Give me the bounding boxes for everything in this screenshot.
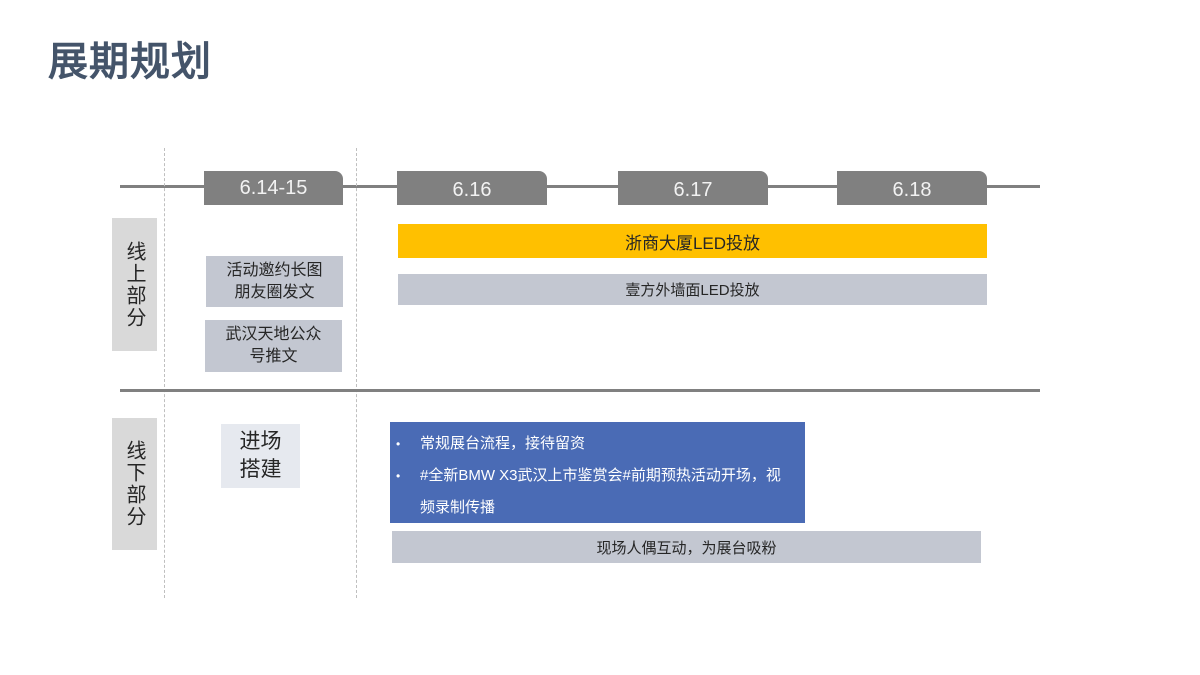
date-tab-6-17: 6.17 [618, 171, 768, 205]
online-bar-zheshang-led: 浙商大厦LED投放 [398, 224, 987, 258]
date-label: 6.17 [673, 178, 713, 201]
online-pre-item-invite-poster: 活动邀约长图 朋友圈发文 [206, 256, 343, 307]
online-section-label: 线上部分 [112, 218, 157, 351]
timeline-axis [120, 185, 1040, 188]
page-title: 展期规划 [48, 40, 212, 84]
bullet-item: • #全新BMW X3武汉上市鉴赏会#前期预热活动开场，视频录制传播 [394, 460, 795, 524]
offline-activity-box: • 常规展台流程，接待留资 • #全新BMW X3武汉上市鉴赏会#前期预热活动开… [390, 422, 805, 523]
date-tab-6-18: 6.18 [837, 171, 987, 205]
offline-section-label: 线下部分 [112, 418, 157, 550]
offline-pre-item-setup: 进场 搭建 [221, 424, 300, 488]
bullet-icon: • [396, 437, 401, 451]
bullet-text: #全新BMW X3武汉上市鉴赏会#前期预热活动开场，视频录制传播 [420, 467, 781, 516]
date-tab-6-16: 6.16 [397, 171, 547, 205]
column-divider-left [164, 148, 165, 598]
column-divider-right [356, 148, 357, 598]
date-tab-6-14-15: 6.14-15 [204, 171, 343, 205]
date-label: 6.16 [452, 178, 492, 201]
bullet-icon: • [396, 469, 401, 483]
section-divider [120, 389, 1040, 392]
online-pre-item-wechat-article: 武汉天地公众 号推文 [205, 320, 342, 372]
bullet-text: 常规展台流程，接待留资 [420, 435, 586, 452]
online-bar-yifang-led: 壹方外墙面LED投放 [398, 274, 987, 305]
offline-bar-mascot-interaction: 现场人偶互动，为展台吸粉 [392, 531, 981, 563]
date-label: 6.14-15 [239, 176, 308, 199]
bullet-item: • 常规展台流程，接待留资 [394, 428, 795, 460]
date-label: 6.18 [892, 178, 932, 201]
